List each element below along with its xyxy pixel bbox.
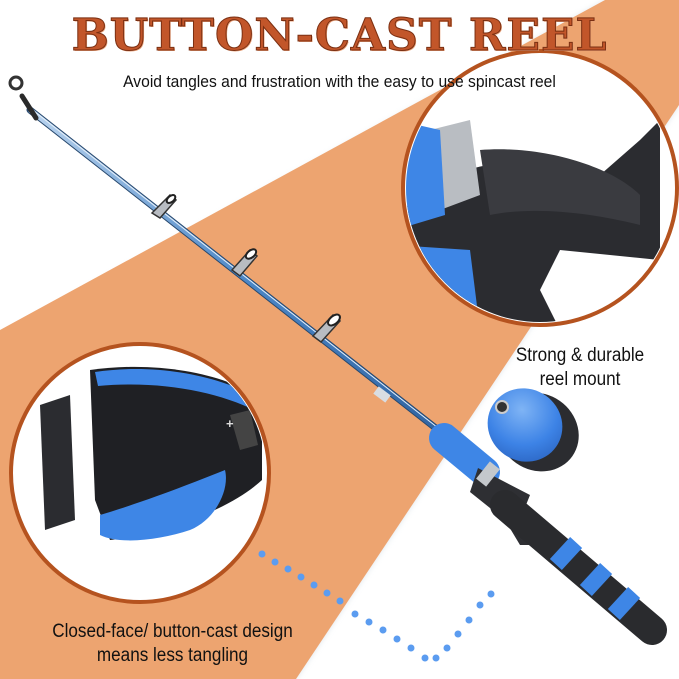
- callout-reel-mount-line1: Strong & durable: [515, 345, 645, 366]
- page-subtitle: Avoid tangles and frustration with the e…: [123, 72, 556, 91]
- callout-button-design-line1: Closed-face/ button-cast design: [52, 621, 293, 642]
- callout-button-design-line2: means less tangling: [96, 645, 249, 666]
- dotted-callout-line: [258, 550, 495, 662]
- rod-guide-2: [230, 248, 259, 278]
- callout-button-design: Closed-face/ button-cast design means le…: [17, 620, 328, 668]
- reel-plus-marking: +: [226, 416, 234, 431]
- page-title: BUTTON-CAST REEL: [71, 10, 608, 62]
- callout-reel-mount-line2: reel mount: [539, 369, 621, 390]
- button-design-zoom-circle: [9, 342, 271, 604]
- fishing-rod: [8, 75, 667, 645]
- reel-mount-zoom-circle: [401, 49, 679, 327]
- rod-guide-3: [311, 313, 342, 344]
- rod-guide-1: [150, 193, 178, 219]
- callout-reel-mount: Strong & durable reel mount: [495, 344, 666, 392]
